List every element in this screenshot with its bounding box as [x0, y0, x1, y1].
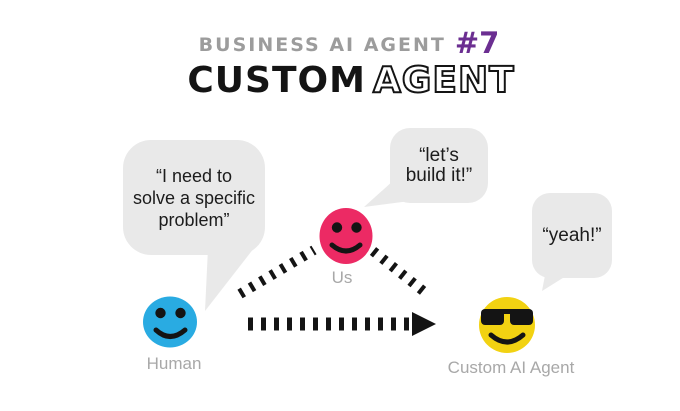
- us-eye-right: [351, 222, 362, 233]
- us-speech-bubble: “let’s build it!”: [390, 128, 488, 203]
- us-face-icon: [319, 208, 373, 264]
- issue-number: #7: [454, 26, 500, 60]
- series-label: BUSINESS AI AGENT: [198, 34, 446, 56]
- agent-speech-bubble: “yeah!”: [532, 193, 612, 278]
- human-bubble-tail: [205, 248, 254, 311]
- title-solid-part: CUSTOM: [187, 60, 366, 101]
- us-face: [319, 208, 373, 264]
- human-eye-right: [175, 307, 186, 319]
- us-smile: [329, 242, 363, 254]
- human-face: [143, 296, 197, 348]
- us-label: Us: [331, 268, 353, 287]
- human-face-icon: [143, 296, 197, 348]
- human-speech-bubble: “I need to solve a specific problem”: [123, 140, 265, 255]
- arrowhead-icon: [412, 312, 436, 336]
- us-eye-left: [331, 222, 343, 233]
- title-outline-part: AGENT: [372, 59, 515, 102]
- agent-smile: [488, 332, 526, 345]
- agent-face-icon: [479, 297, 535, 353]
- connector-human-to-us: [237, 245, 317, 299]
- agent-sunglasses-bridge: [496, 309, 518, 314]
- human-eye-left: [155, 307, 166, 319]
- header: BUSINESS AI AGENT #7: [0, 26, 680, 60]
- connector-us-to-agent: [369, 247, 431, 298]
- agent-label: Custom AI Agent: [447, 358, 575, 377]
- human-smile: [153, 327, 188, 339]
- human-label: Human: [146, 354, 202, 373]
